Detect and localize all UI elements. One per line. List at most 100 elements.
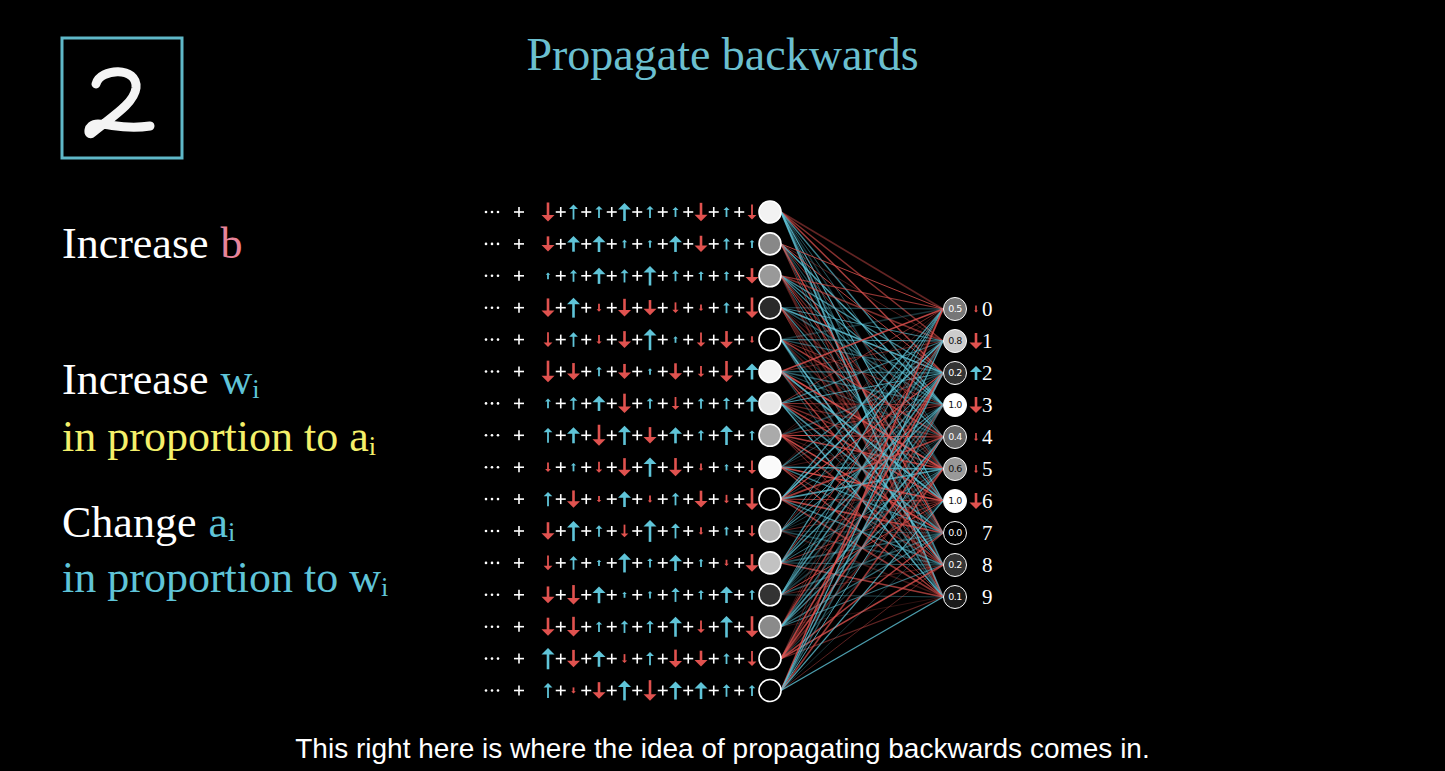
arrow-head bbox=[644, 694, 657, 701]
nudge-arrow bbox=[547, 431, 549, 443]
hidden-neuron bbox=[759, 488, 781, 510]
nudge-arrow bbox=[598, 335, 600, 342]
arrow-head bbox=[545, 398, 551, 401]
plus-sign bbox=[662, 654, 664, 664]
arrow-head bbox=[974, 471, 978, 473]
arrow-head bbox=[622, 592, 627, 594]
plus-sign bbox=[713, 271, 715, 281]
ellipsis-dot bbox=[497, 530, 500, 533]
arrow-head bbox=[593, 439, 606, 446]
plus-sign bbox=[636, 271, 638, 281]
plus-sign bbox=[662, 398, 664, 408]
plus-sign bbox=[560, 558, 562, 568]
arrow-head bbox=[695, 660, 708, 667]
plus-sign bbox=[611, 398, 613, 408]
weight-line bbox=[781, 597, 943, 691]
arrow-head bbox=[593, 650, 606, 657]
arrow-head bbox=[567, 373, 580, 380]
ellipsis-dot bbox=[497, 275, 500, 278]
arrow-head bbox=[618, 407, 631, 414]
arrow-head bbox=[669, 373, 682, 380]
plus-sign bbox=[560, 239, 562, 249]
ellipsis-dot bbox=[491, 306, 494, 309]
plus-sign bbox=[713, 207, 715, 217]
plus-sign bbox=[662, 590, 664, 600]
step-heading: Change bbox=[62, 497, 196, 548]
arrow-head bbox=[621, 534, 629, 538]
plus-sign bbox=[611, 526, 613, 536]
arrow-head bbox=[748, 470, 756, 474]
nudge-arrow bbox=[675, 397, 677, 407]
arrow-head bbox=[970, 503, 983, 510]
ellipsis-dot bbox=[491, 402, 494, 405]
plus-sign bbox=[662, 430, 664, 440]
plus-sign bbox=[636, 558, 638, 568]
arrow-head bbox=[724, 501, 729, 504]
nudge-arrow bbox=[675, 272, 677, 281]
ellipsis-dot bbox=[491, 370, 494, 373]
ellipsis-dot bbox=[497, 657, 500, 660]
arrow-head bbox=[697, 629, 705, 633]
plus-sign bbox=[687, 686, 689, 696]
plus-sign bbox=[585, 494, 587, 504]
plus-sign bbox=[560, 462, 562, 472]
plus-sign bbox=[713, 558, 715, 568]
plus-sign bbox=[687, 207, 689, 217]
activation-value: 0.5 bbox=[948, 304, 962, 314]
arrow-head bbox=[724, 464, 729, 466]
nudge-arrow bbox=[547, 652, 550, 669]
nudge-arrow bbox=[726, 495, 728, 502]
ellipsis-dot bbox=[491, 498, 494, 501]
ellipsis-dot bbox=[491, 275, 494, 278]
arrow-head bbox=[545, 469, 551, 472]
arrow-head bbox=[698, 271, 704, 274]
arrow-head bbox=[746, 311, 759, 318]
arrow-head bbox=[672, 270, 679, 273]
nudge-arrow bbox=[649, 623, 651, 633]
nudge-arrow bbox=[547, 495, 549, 507]
plus-sign bbox=[662, 462, 664, 472]
arrow-head bbox=[567, 501, 580, 508]
nudge-arrow bbox=[675, 526, 677, 538]
activation-symbol: aᵢ bbox=[208, 497, 235, 548]
ellipsis-dot bbox=[497, 211, 500, 214]
arrow-head bbox=[648, 591, 653, 593]
plus-sign bbox=[560, 622, 562, 632]
plus-sign bbox=[611, 494, 613, 504]
plus-sign bbox=[518, 398, 520, 408]
plus-sign bbox=[738, 303, 740, 313]
plus-sign bbox=[611, 239, 613, 249]
arrow-head bbox=[542, 215, 555, 222]
plus-sign bbox=[585, 367, 587, 377]
nudge-arrow bbox=[675, 302, 677, 311]
plus-sign bbox=[662, 207, 664, 217]
hidden-neuron bbox=[759, 552, 781, 574]
arrow-head bbox=[597, 500, 602, 502]
rule-note: in proportion to aᵢ bbox=[62, 411, 376, 462]
arrow-head bbox=[748, 662, 757, 666]
activation-value: 1.0 bbox=[948, 496, 962, 506]
nudge-arrow bbox=[624, 525, 626, 535]
arrow-head bbox=[750, 341, 755, 343]
nudge-arrow bbox=[751, 205, 753, 217]
plus-sign bbox=[560, 303, 562, 313]
nudge-arrow bbox=[649, 400, 651, 409]
weighted-sum-rows bbox=[485, 202, 759, 700]
arrow-head bbox=[720, 587, 733, 594]
input-image-frame bbox=[62, 38, 182, 158]
hidden-neuron bbox=[759, 329, 781, 351]
plus-sign bbox=[713, 462, 715, 472]
plus-sign bbox=[636, 367, 638, 377]
arrow-head bbox=[746, 395, 759, 402]
plus-sign bbox=[738, 367, 740, 377]
arrow-head bbox=[669, 427, 682, 434]
plus-sign bbox=[560, 398, 562, 408]
ellipsis-dot bbox=[485, 338, 488, 341]
arrow-head bbox=[648, 501, 653, 503]
plus-sign bbox=[585, 654, 587, 664]
digit-label: 7 bbox=[982, 521, 993, 545]
plus-sign bbox=[662, 558, 664, 568]
ellipsis-dot bbox=[491, 689, 494, 692]
output-neuron: 1.03 bbox=[943, 393, 967, 417]
arrow-head bbox=[724, 271, 730, 274]
